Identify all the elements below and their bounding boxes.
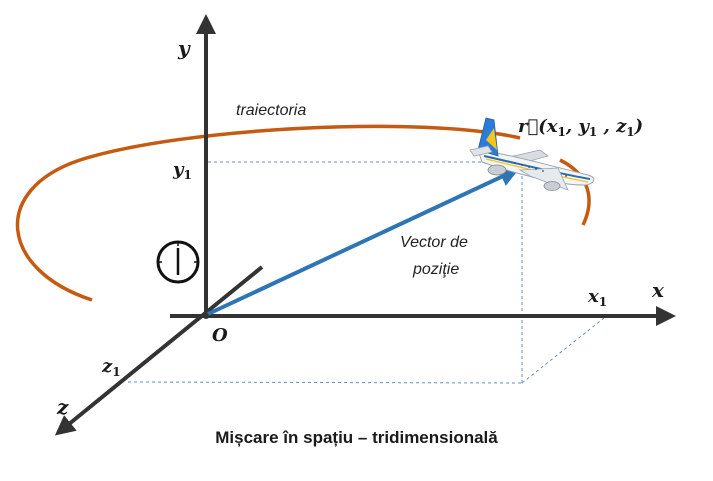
trajectory-curve	[15, 124, 521, 302]
airplane-icon	[469, 117, 595, 191]
position-vector	[207, 167, 520, 316]
trajectory-curve-end	[559, 158, 591, 226]
origin-label: O	[212, 325, 228, 346]
position-vector-label-line1: Vector de	[400, 234, 468, 251]
position-vector-label-line2: poziţie	[412, 261, 459, 278]
trajectory-label: traiectoria	[236, 102, 306, 119]
y1-label: y1	[172, 159, 192, 182]
position-vector-formula: r⃗(x1, y1 , z1)	[518, 116, 643, 139]
projection-lines	[127, 161, 605, 384]
x1-label: x1	[587, 286, 607, 309]
y-axis-label: y	[177, 36, 191, 60]
clock-icon	[156, 240, 200, 284]
z-axis-label: z	[56, 395, 69, 419]
diagram-caption: Mișcare în spațiu – tridimensională	[215, 428, 498, 447]
z-axis	[54, 265, 264, 436]
x-axis-label: x	[651, 278, 665, 302]
z1-label: z1	[101, 356, 121, 379]
origin-point	[203, 313, 209, 319]
